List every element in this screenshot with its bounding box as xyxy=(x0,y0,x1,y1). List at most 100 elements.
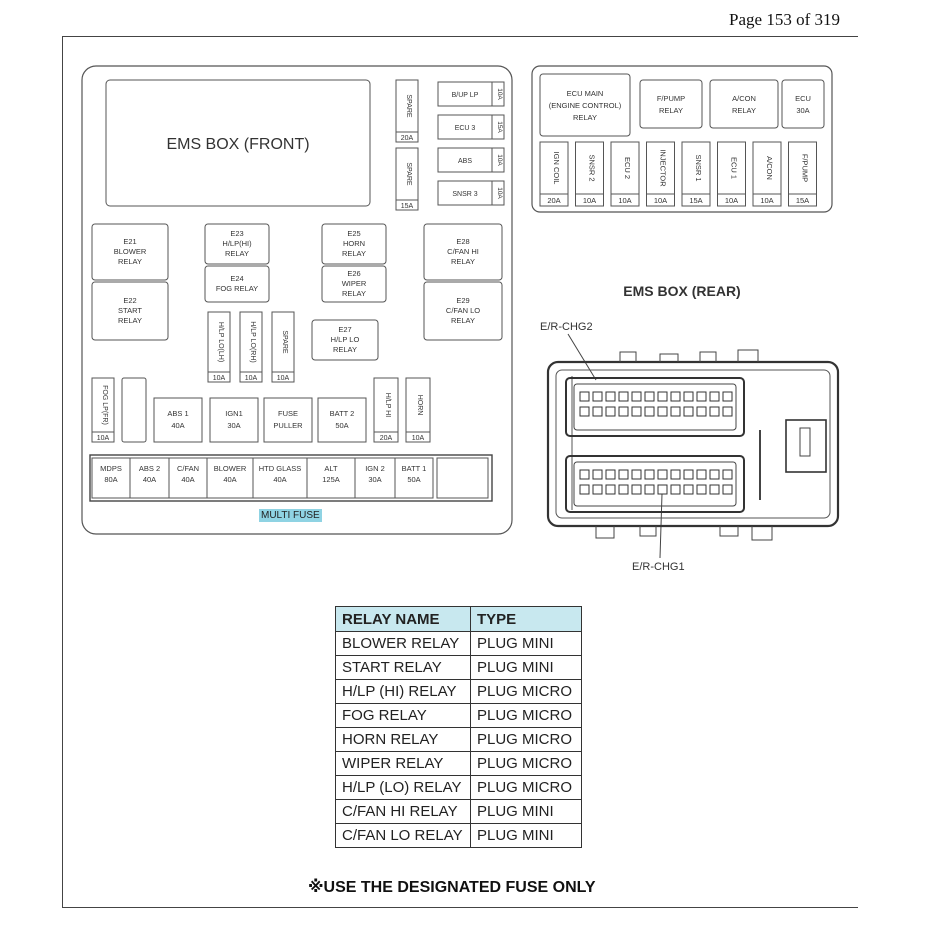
relay-label-line: RELAY xyxy=(118,316,142,325)
relay-label-line: RELAY xyxy=(118,257,142,266)
ems-box-front-area xyxy=(105,79,371,207)
connector-pin xyxy=(631,391,642,402)
connector-pin xyxy=(722,469,733,480)
fuse-rating: 10A xyxy=(760,196,773,205)
fuse-name: IGN 2 xyxy=(365,464,385,473)
fuse-name: ECU 3 xyxy=(455,125,476,132)
mini-fuse: H/LP LO(RH)10A xyxy=(239,311,263,383)
fuse-rating: 10A xyxy=(583,196,596,205)
fuse-name: C/FAN xyxy=(177,464,199,473)
relay-label-line: H/LP(HI) xyxy=(222,239,252,248)
rear-relay: F/PUMP RELAY xyxy=(639,79,703,129)
relay-label-line: RELAY xyxy=(342,289,366,298)
relay-label-line: RELAY xyxy=(451,316,475,325)
fuse-rating: 10A xyxy=(618,196,631,205)
relay-label-line: (ENGINE CONTROL) xyxy=(549,101,622,110)
connector-pin xyxy=(696,469,707,480)
fuse-rating: 10A xyxy=(213,375,226,382)
fuse-rating: 10A xyxy=(496,154,503,166)
designated-fuse-note: ※USE THE DESIGNATED FUSE ONLY xyxy=(308,879,596,896)
relay-label-line: E25 xyxy=(347,229,360,238)
fuse-name: BATT 2 xyxy=(330,409,355,418)
connector-pin xyxy=(696,406,707,417)
relay-label-line: E26 xyxy=(347,269,360,278)
connector-pin xyxy=(644,484,655,495)
relay-label-line: RELAY xyxy=(573,113,597,122)
connector-pin xyxy=(618,406,629,417)
relay-label-line: HORN xyxy=(343,239,365,248)
connector-pin xyxy=(631,469,642,480)
relay-label-line: E28 xyxy=(456,237,469,246)
fuse-name: SPARE xyxy=(281,330,288,354)
relay-name-cell: BLOWER RELAY xyxy=(335,631,471,656)
relay-label-line: RELAY xyxy=(659,106,683,115)
connector-pin xyxy=(605,391,616,402)
connector-pin xyxy=(722,484,733,495)
fuse-name: SPARE xyxy=(405,162,412,186)
fuse-name: HTD GLASS xyxy=(259,464,302,473)
fuse-name: ABS 1 xyxy=(167,409,188,418)
fuse-rating: 50A xyxy=(335,421,348,430)
connector-pin xyxy=(670,469,681,480)
connector-pin xyxy=(696,484,707,495)
relay-label-line: BLOWER xyxy=(114,247,147,256)
relay-label-line: RELAY xyxy=(451,257,475,266)
fuse-name: SNSR 3 xyxy=(452,191,477,198)
rear-box-housing xyxy=(546,349,840,541)
multi-fuse-empty xyxy=(436,457,489,499)
relay-label-line: START xyxy=(118,306,142,315)
fuse-name: HORN xyxy=(416,395,423,416)
fuse-rating: 40A xyxy=(273,475,286,484)
connector-pin xyxy=(657,469,668,480)
fuse-rating: 10A xyxy=(97,435,110,442)
multi-fuse-row-outline xyxy=(89,454,493,502)
fuse-rating: 15A xyxy=(796,196,809,205)
relay-label-line: E21 xyxy=(123,237,136,246)
relay-name-cell: C/FAN LO RELAY xyxy=(335,823,471,848)
connector-pin xyxy=(709,406,720,417)
connector-pin xyxy=(683,469,694,480)
connector-pin xyxy=(657,406,668,417)
relay-label-line: 30A xyxy=(796,106,809,115)
fuse-name: B/UP LP xyxy=(452,92,479,99)
connector-pin xyxy=(696,391,707,402)
fuse-rating: 30A xyxy=(227,421,240,430)
connector-pin xyxy=(722,391,733,402)
relay-label-line: RELAY xyxy=(225,249,249,258)
relay-label-line: F/PUMP xyxy=(657,94,685,103)
blank-slot xyxy=(121,377,147,443)
relay-label-line: E29 xyxy=(456,296,469,305)
fuse-name: BLOWER xyxy=(214,464,247,473)
fuse-name: FOG LP(FR) xyxy=(101,385,108,425)
multi-fuse-label: MULTI FUSE xyxy=(259,509,322,522)
relay-label-line: C/FAN LO xyxy=(446,306,480,315)
fuse-name: IGN1 xyxy=(225,409,243,418)
relay-type-cell: PLUG MINI xyxy=(470,799,582,824)
relay-name-cell: H/LP (HI) RELAY xyxy=(335,679,471,704)
connector-pin xyxy=(670,484,681,495)
fuse-rating: 20A xyxy=(380,435,393,442)
